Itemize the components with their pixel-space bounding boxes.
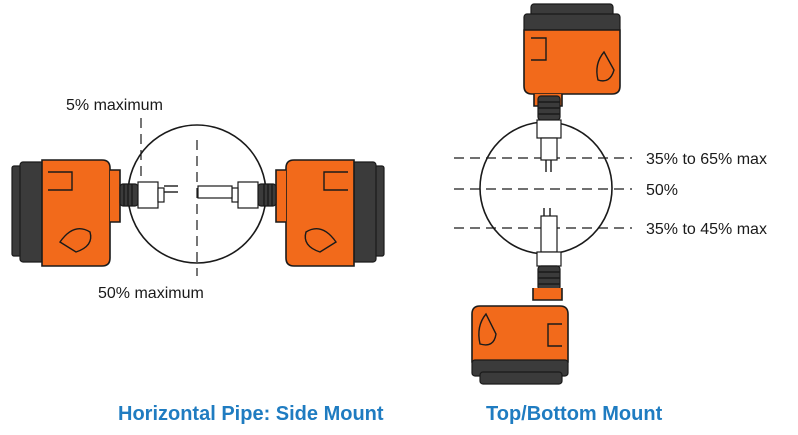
caption-top-bottom-mount: Top/Bottom Mount	[486, 403, 663, 425]
label-5-percent-maximum: 5% maximum	[66, 97, 163, 114]
label-50-percent: 50%	[646, 182, 678, 199]
caption-side-mount: Horizontal Pipe: Side Mount	[118, 403, 384, 425]
top-sensor	[523, 3, 621, 172]
bottom-sensor	[471, 208, 569, 385]
side-mount-diagram: 5% maximum 50% maximum Horizontal Pipe: …	[11, 97, 385, 425]
label-35-to-45-max: 35% to 45% max	[646, 221, 767, 238]
top-bottom-mount-diagram: 35% to 65% max 50% 35% to 45% max Top/Bo…	[454, 3, 767, 425]
label-35-to-65-max: 35% to 65% max	[646, 151, 767, 168]
probe-rod-right	[197, 185, 233, 199]
probe-tip-left	[164, 185, 178, 193]
label-50-percent-maximum: 50% maximum	[98, 285, 204, 302]
